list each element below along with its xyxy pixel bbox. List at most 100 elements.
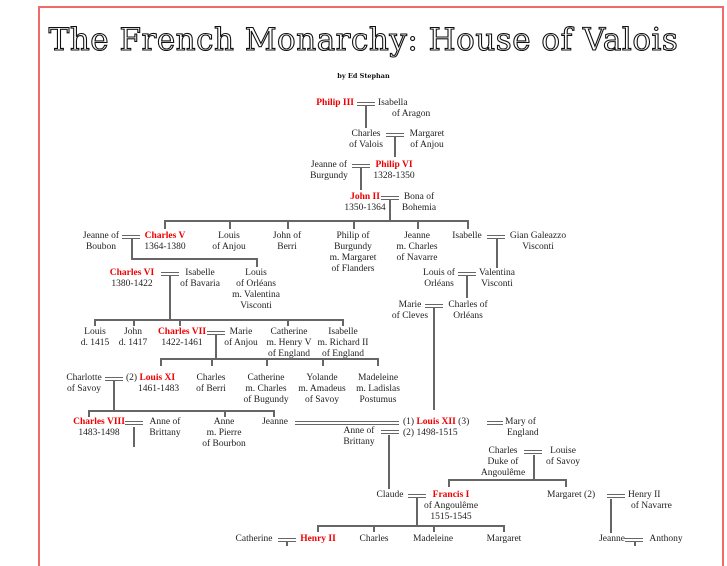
descent-line	[394, 137, 396, 157]
sibling-line	[160, 358, 378, 360]
descent-line	[416, 498, 418, 526]
child-drop	[377, 358, 379, 366]
descent-line	[215, 335, 217, 359]
descent-line	[496, 239, 498, 268]
person-anthony[interactable]: Anthony	[649, 534, 683, 544]
person-charles-b[interactable]: Charles	[359, 534, 389, 544]
descent-line	[389, 200, 391, 221]
descent-line	[466, 276, 468, 298]
descent-line	[533, 455, 535, 480]
child-drop	[467, 220, 469, 229]
marriage-line	[625, 538, 643, 542]
sibling-line	[88, 410, 274, 412]
descent-line	[169, 276, 171, 320]
descent-line	[286, 542, 288, 546]
child-drop	[88, 410, 90, 417]
person-claude[interactable]: Claude	[376, 490, 404, 500]
child-drop	[164, 220, 166, 229]
child-drop	[342, 319, 344, 326]
marriage-line	[125, 421, 143, 425]
person-henry-ii[interactable]: Henry II	[300, 534, 336, 544]
marriage-line	[487, 235, 505, 239]
marriage-line	[458, 272, 476, 276]
child-drop	[266, 358, 268, 366]
person-isabelle[interactable]: Isabelle	[452, 231, 482, 241]
page-title: The French Monarchy: House of Valois	[48, 21, 679, 58]
page-border	[38, 6, 724, 566]
child-drop	[94, 319, 96, 326]
child-drop	[565, 479, 567, 487]
child-drop	[273, 410, 275, 417]
child-drop	[224, 410, 226, 417]
child-drop	[373, 525, 375, 532]
child-drop	[317, 525, 319, 532]
child-drop	[287, 319, 289, 326]
child-drop	[433, 525, 435, 532]
child-drop	[211, 358, 213, 366]
person-margaret[interactable]: Margaret (2)	[547, 490, 596, 500]
person-catherine[interactable]: Catherine	[235, 534, 273, 544]
sibling-line	[164, 220, 468, 222]
person-louis-xii[interactable]: (1) Louis XII (3)(2) 1498-1515	[403, 417, 470, 438]
sibling-line	[448, 479, 566, 481]
descent-line	[360, 168, 362, 190]
child-drop	[448, 479, 450, 487]
child-drop	[353, 220, 355, 229]
child-drop	[287, 220, 289, 229]
descent-line	[433, 308, 435, 410]
sibling-line	[283, 319, 343, 321]
person-madeleine-b[interactable]: Madeleine	[412, 534, 454, 544]
person-jeanne-b[interactable]: Jeanne	[599, 534, 625, 544]
marriage-line	[295, 421, 399, 425]
person-jeanne[interactable]: Jeanne	[262, 417, 288, 427]
person-philip-iii[interactable]: Philip III	[316, 98, 354, 108]
descent-line	[365, 106, 367, 128]
descent-line	[113, 381, 115, 411]
person-margaret-b[interactable]: Margaret	[486, 534, 522, 544]
byline: by Ed Stephan	[337, 72, 390, 80]
descent-line	[388, 435, 390, 489]
